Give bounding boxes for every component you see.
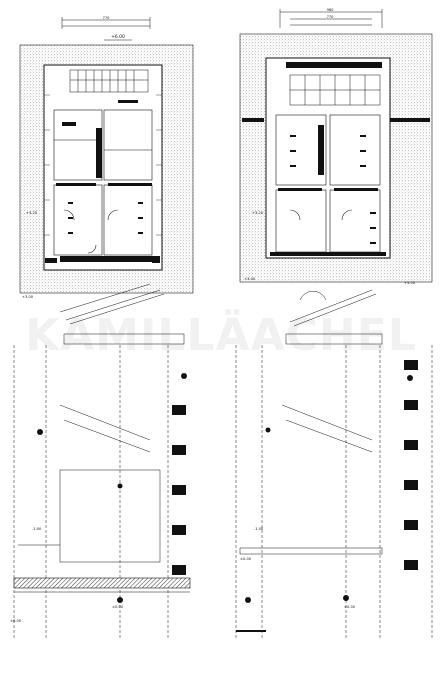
right-entrance-stairs — [285, 289, 383, 345]
right-top-dimension-outer: 980 — [327, 8, 335, 12]
left-inner-floor — [43, 64, 163, 271]
left-top-dimension — [61, 17, 151, 29]
watermark: KAMILLÄACHEL — [25, 308, 417, 361]
left-bottom-level: ±0.00 — [10, 619, 22, 623]
left-level-base: -1.00 — [32, 527, 42, 531]
right-level-mid: +3.20 — [252, 211, 264, 215]
right-level-lower: +3.00 — [244, 277, 256, 281]
right-level-base: -1.00 — [254, 527, 264, 531]
right-top-dimension — [279, 9, 383, 28]
left-level-mid: +3.20 — [26, 211, 38, 215]
left-ground-slab — [13, 577, 191, 589]
left-entrance-stairs — [59, 283, 185, 345]
right-top-dimension-inner: 770 — [327, 15, 335, 19]
right-inner-floor — [265, 57, 391, 259]
left-top-level-label: +6.00 — [111, 34, 125, 40]
left-top-dimension-label: 770 — [103, 16, 111, 20]
left-level-ground: ±0.00 — [112, 605, 124, 609]
left-plan: 770 +6.00 — [10, 16, 194, 640]
right-level-right: +3.00 — [404, 281, 416, 285]
right-bottom-level: ±0.00 — [240, 557, 252, 561]
right-plan: 980 770 +6.00 — [235, 8, 433, 640]
right-level-ground: ±0.00 — [344, 605, 356, 609]
left-level-lower: +3.00 — [22, 295, 34, 299]
